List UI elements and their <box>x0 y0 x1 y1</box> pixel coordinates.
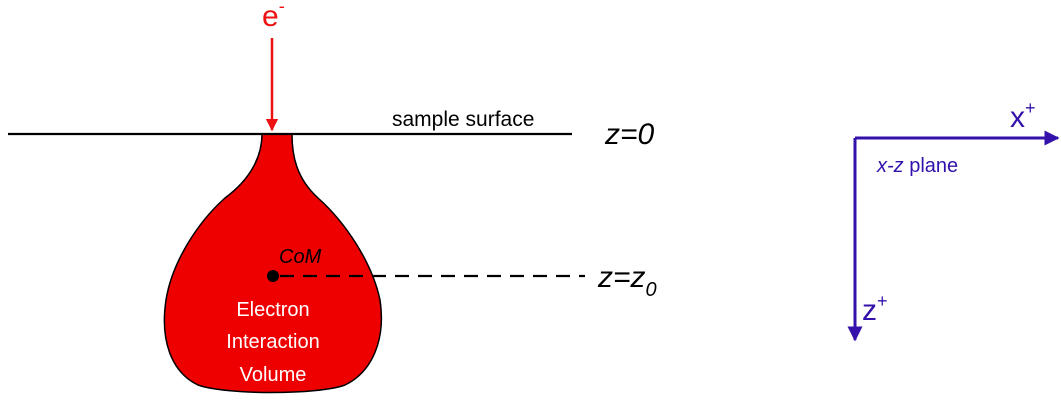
z0-surface-label: z=0 <box>604 118 655 151</box>
electron-charge: - <box>279 0 285 16</box>
z-depth-subscript: 0 <box>646 279 657 301</box>
z-depth-main: z=z <box>597 261 646 294</box>
volume-label-line1: Electron <box>236 299 309 321</box>
z-axis-symbol: z <box>862 294 877 327</box>
center-of-mass-dot <box>267 270 279 282</box>
x-axis-sup: + <box>1025 98 1036 118</box>
z-axis-label: z+ <box>862 291 888 327</box>
volume-label-line3: Volume <box>240 364 307 386</box>
z-axis-sup: + <box>877 291 888 311</box>
com-label: CoM <box>279 246 322 268</box>
sample-surface-label: sample surface <box>392 108 534 131</box>
plane-label-italic: x-z <box>876 155 904 177</box>
electron-symbol: e <box>262 0 279 33</box>
x-axis-label: x+ <box>1010 98 1036 134</box>
z-depth-label: z=z0 <box>597 261 657 301</box>
interaction-volume-shape <box>163 133 383 394</box>
plane-label: x-z plane <box>876 155 958 177</box>
electron-label: e- <box>262 0 285 33</box>
volume-label-line2: Interaction <box>226 331 319 353</box>
x-axis-symbol: x <box>1010 101 1025 134</box>
plane-label-text: plane <box>904 155 959 177</box>
